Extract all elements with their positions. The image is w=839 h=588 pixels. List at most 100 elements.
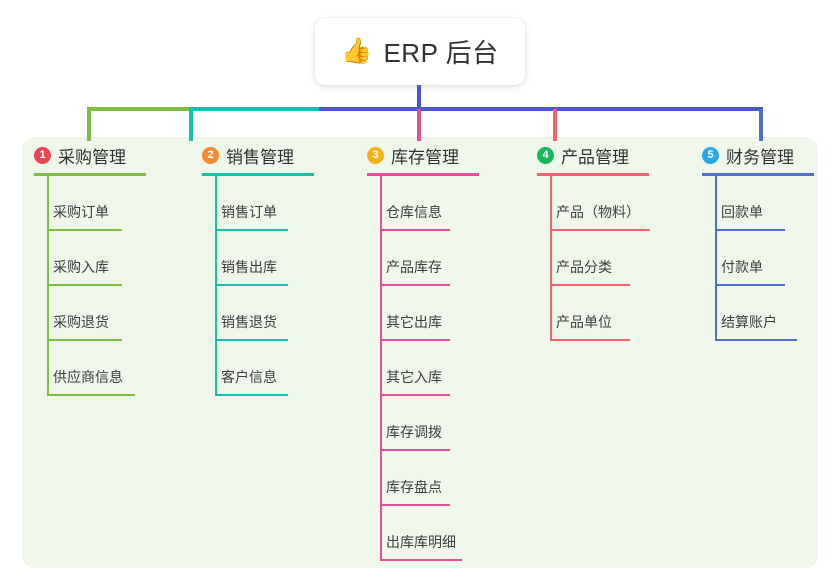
branch-column-库存管理: 3 库存管理仓库信息产品库存其它出库其它入库库存调拨库存盘点出库库明细 [355,137,525,561]
branch-item-label: 采购入库 [53,259,109,275]
branch-item[interactable]: 供应商信息 [22,341,190,396]
branch-number-badge: 3 [367,146,384,164]
branch-item[interactable]: 出库库明细 [355,506,525,561]
branch-header-采购管理[interactable]: 1 采购管理 [22,137,190,176]
branch-item-underline [215,339,288,341]
branch-spine [715,176,717,340]
branch-number-badge: 1 [34,146,51,164]
connector-drop-1 [87,109,91,141]
branch-item-underline [380,504,450,506]
branch-header-underline [367,173,479,176]
connector-drop-5 [759,109,763,141]
branch-item-label: 采购订单 [53,204,109,220]
branch-column-采购管理: 1 采购管理采购订单采购入库采购退货供应商信息 [22,137,190,396]
branch-column-产品管理: 4 产品管理产品（物料）产品分类产品单位 [525,137,690,341]
branch-item-list: 仓库信息产品库存其它出库其它入库库存调拨库存盘点出库库明细 [355,176,525,561]
branch-item[interactable]: 库存盘点 [355,451,525,506]
branch-item-underline [715,229,785,231]
branch-header-销售管理[interactable]: 2 销售管理 [190,137,355,176]
branch-item-underline [380,284,450,286]
branch-header-label: 采购管理 [58,147,126,167]
branch-item-label: 结算账户 [721,314,777,330]
branch-item[interactable]: 采购入库 [22,231,190,286]
branch-item-label: 销售订单 [221,204,277,220]
branch-number-badge: 4 [537,146,554,164]
branch-item-label: 出库库明细 [386,534,456,550]
branch-item-list: 采购订单采购入库采购退货供应商信息 [22,176,190,396]
branch-item-underline [550,229,650,231]
branch-header-underline [702,173,814,176]
branch-item-label: 库存盘点 [386,479,442,495]
branch-item-underline [215,229,288,231]
branch-item[interactable]: 客户信息 [190,341,355,396]
branch-item[interactable]: 采购订单 [22,176,190,231]
branch-header-label: 销售管理 [226,147,294,167]
branch-header-产品管理[interactable]: 4 产品管理 [525,137,690,176]
branch-item[interactable]: 产品分类 [525,231,690,286]
connector-bar-segment-3 [319,107,763,111]
connector-drop-2 [189,109,193,141]
branch-header-label: 库存管理 [391,147,459,167]
connector-bar-segment-1 [87,107,189,111]
branch-item-underline [215,284,288,286]
branch-header-underline [537,173,649,176]
connector-bar-segment-2 [189,107,319,111]
branch-item-label: 其它出库 [386,314,442,330]
branch-header-underline [202,173,314,176]
branch-item[interactable]: 库存调拨 [355,396,525,451]
branch-item-underline [380,229,450,231]
branch-item-label: 销售出库 [221,259,277,275]
branch-item-label: 客户信息 [221,369,277,385]
branch-number-badge: 2 [202,146,219,164]
branch-item-underline [47,229,122,231]
branch-item-label: 采购退货 [53,314,109,330]
branch-item-underline [380,449,450,451]
root-title: ERP 后台 [383,38,499,68]
branch-item-list: 产品（物料）产品分类产品单位 [525,176,690,341]
branch-item[interactable]: 销售订单 [190,176,355,231]
branch-item-label: 回款单 [721,204,763,220]
branch-item-list: 回款单付款单结算账户 [690,176,818,341]
branch-spine [550,176,552,340]
branch-item-underline [380,339,450,341]
branch-item[interactable]: 其它入库 [355,341,525,396]
branch-item-label: 付款单 [721,259,763,275]
connector-drop-3 [417,109,421,141]
branch-spine [380,176,382,560]
branch-item[interactable]: 采购退货 [22,286,190,341]
branch-item-label: 销售退货 [221,314,277,330]
root-node[interactable]: 👍 ERP 后台 [315,18,525,85]
branch-item[interactable]: 产品（物料） [525,176,690,231]
branch-item[interactable]: 其它出库 [355,286,525,341]
branch-header-库存管理[interactable]: 3 库存管理 [355,137,525,176]
branch-item-label: 仓库信息 [386,204,442,220]
diagram-panel [22,137,818,568]
branch-item-underline [550,284,630,286]
branch-item[interactable]: 产品库存 [355,231,525,286]
branch-column-销售管理: 2 销售管理销售订单销售出库销售退货客户信息 [190,137,355,396]
branch-item[interactable]: 销售出库 [190,231,355,286]
branch-item[interactable]: 回款单 [690,176,818,231]
root-connector-stem [417,85,421,109]
branch-item[interactable]: 销售退货 [190,286,355,341]
branch-header-label: 产品管理 [561,147,629,167]
branch-item-list: 销售订单销售出库销售退货客户信息 [190,176,355,396]
branch-item-underline [47,339,122,341]
branch-item[interactable]: 仓库信息 [355,176,525,231]
branch-item-label: 其它入库 [386,369,442,385]
branch-item[interactable]: 付款单 [690,231,818,286]
thumbs-up-icon: 👍 [341,37,373,65]
branch-item-label: 供应商信息 [53,369,123,385]
branch-item-underline [715,339,797,341]
branch-item[interactable]: 产品单位 [525,286,690,341]
branch-item-underline [550,339,630,341]
branch-header-underline [34,173,146,176]
branch-item-underline [715,284,785,286]
branch-number-badge: 5 [702,146,719,164]
branch-item-underline [380,559,462,561]
branch-item-underline [47,394,135,396]
branch-item[interactable]: 结算账户 [690,286,818,341]
